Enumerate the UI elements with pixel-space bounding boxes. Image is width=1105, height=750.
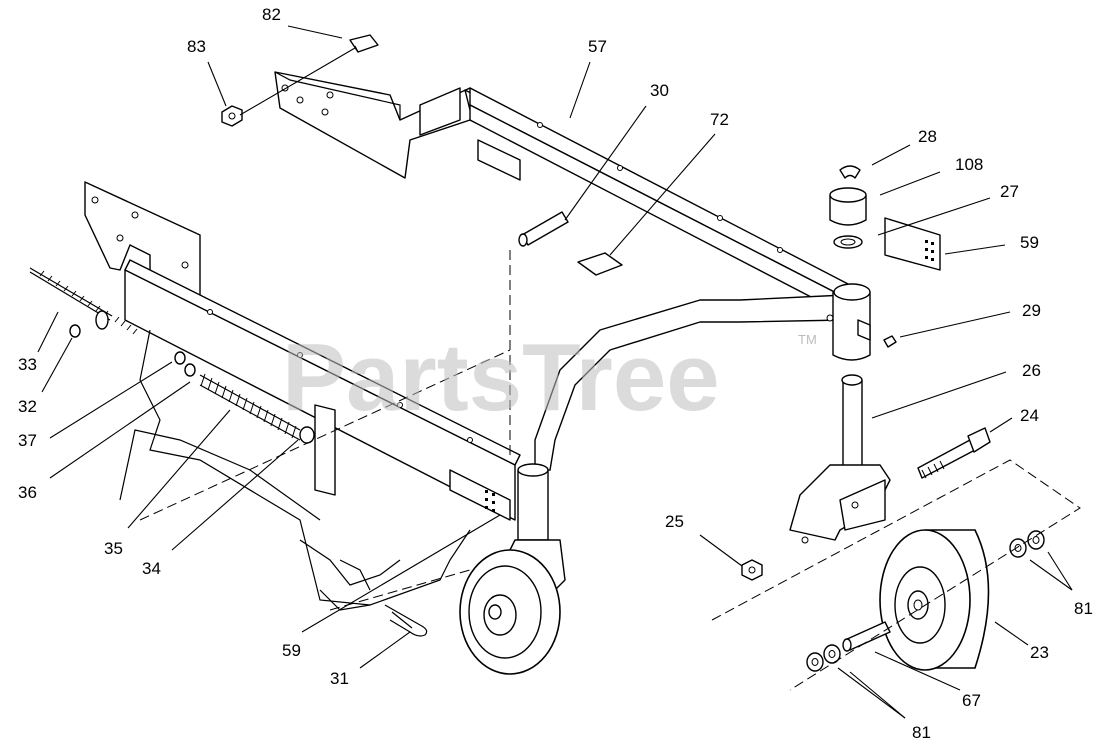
callout-83: 83: [187, 37, 206, 56]
front-frame: [84, 181, 521, 521]
callout-72: 72: [710, 110, 729, 129]
watermark-trademark: TM: [798, 332, 817, 347]
rear-frame-bracket: [274, 71, 601, 183]
callout-25: 25: [665, 512, 684, 531]
spacer-tube-67: [842, 621, 891, 652]
washers-81-upper: [1009, 530, 1045, 558]
callout-32: 32: [18, 397, 37, 416]
right-frame-rail: [469, 87, 851, 313]
callout-59-left: 59: [282, 641, 301, 660]
callout-26: 26: [1022, 361, 1041, 380]
nut-25: [741, 559, 763, 581]
callout-59-right: 59: [1020, 233, 1039, 252]
callout-33: 33: [18, 355, 37, 374]
callout-29: 29: [1022, 301, 1041, 320]
callout-36: 36: [18, 483, 37, 502]
mower-deck: [119, 329, 471, 611]
alignment-lines: [139, 250, 1081, 691]
decal-59-right: [884, 217, 941, 271]
callout-30: 30: [650, 81, 669, 100]
callout-81-lower: 81: [912, 723, 931, 742]
callout-108: 108: [955, 155, 983, 174]
bolt-82: [349, 34, 379, 53]
washers-81-lower: [806, 644, 841, 672]
pin-30: [518, 211, 569, 247]
callout-24: 24: [1020, 406, 1039, 425]
callout-57: 57: [588, 37, 607, 56]
callout-37: 37: [18, 431, 37, 450]
callout-labels: 82 83 57 30 72 28 108 27 59 29 26 24 33 …: [18, 5, 1093, 742]
callout-27: 27: [1000, 182, 1019, 201]
nut-83: [221, 105, 243, 127]
callout-23: 23: [1030, 643, 1049, 662]
hairpin-clip: [384, 604, 428, 637]
callout-82: 82: [262, 5, 281, 24]
leader-lines: [37, 25, 1073, 719]
callout-31: 31: [330, 669, 349, 688]
callout-34: 34: [142, 559, 161, 578]
right-wheel-23: [879, 529, 990, 671]
spindle-stack: [829, 165, 897, 474]
callout-28: 28: [918, 127, 937, 146]
callout-67: 67: [962, 691, 981, 710]
callout-35: 35: [104, 539, 123, 558]
height-adjust-rod: [29, 267, 138, 338]
axle-bolt-24: [917, 427, 991, 479]
caster-arm: [534, 294, 846, 471]
watermark-logo: PartsTree: [282, 324, 720, 431]
pad-72: [577, 252, 623, 276]
adjust-spring: [174, 351, 315, 444]
callout-81-upper: 81: [1074, 599, 1093, 618]
left-caster-wheel: [459, 463, 566, 675]
caster-fork: [789, 464, 891, 544]
